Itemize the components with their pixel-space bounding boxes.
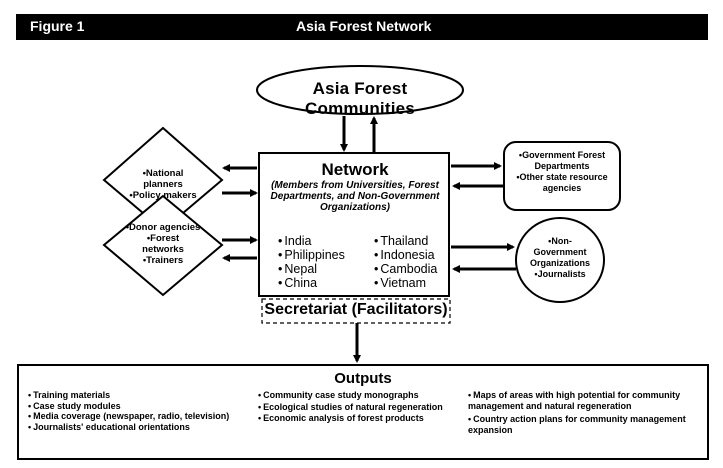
output-item: Media coverage (newspaper, radio, televi…: [28, 411, 248, 422]
country-item: India: [278, 234, 368, 248]
diamond-item: •National planners: [142, 168, 184, 190]
output-item: Country action plans for community manag…: [468, 414, 704, 435]
right-agency-text: •Government Forest Departments •Other st…: [508, 150, 616, 194]
country-item: Cambodia: [374, 262, 446, 276]
output-item: Maps of areas with high potential for co…: [468, 390, 704, 411]
outputs-col-1: Training materials Case study modules Me…: [28, 390, 248, 432]
agency-item: •Government Forest Departments: [518, 150, 606, 171]
agency-item: •Other state resource agencies: [516, 172, 608, 193]
ngo-item: •Non-Government Organizations: [529, 236, 590, 268]
country-item: Indonesia: [374, 248, 446, 262]
communities-oval: [256, 65, 464, 115]
output-item: Journalists' educational orientations: [28, 422, 248, 433]
figure-title: Asia Forest Network: [296, 18, 432, 34]
diamond-item: •Trainers: [142, 255, 184, 266]
communities-label: Asia Forest Communities: [305, 79, 415, 118]
output-item: Case study modules: [28, 401, 248, 412]
network-subtitle: (Members from Universities, Forest Depar…: [270, 180, 440, 213]
output-item: Economic analysis of forest products: [258, 413, 458, 424]
title-bar: Figure 1 Asia Forest Network: [16, 14, 708, 40]
outputs-box: [17, 364, 709, 460]
output-item: Ecological studies of natural regenerati…: [258, 402, 458, 413]
output-item: Community case study monographs: [258, 390, 458, 401]
left-top-diamond-text: •National planners •Policy makers: [122, 168, 204, 201]
countries-right-list: Thailand Indonesia Cambodia Vietnam: [374, 234, 446, 290]
network-title: Network: [321, 160, 389, 179]
diamond-item: •Policy makers: [129, 190, 197, 201]
left-bottom-diamond: [102, 194, 224, 297]
outputs-title: Outputs: [334, 370, 392, 387]
country-item: Thailand: [374, 234, 446, 248]
right-ngo-circle: [515, 217, 605, 303]
secretariat-box: [261, 298, 451, 324]
figure-label: Figure 1: [30, 18, 85, 34]
country-item: Vietnam: [374, 276, 446, 290]
secretariat-label: Secretariat (Facilitators): [264, 301, 448, 318]
country-item: Nepal: [278, 262, 368, 276]
outputs-col-3: Maps of areas with high potential for co…: [468, 390, 704, 435]
right-ngo-text: •Non-Government Organizations •Journalis…: [522, 236, 598, 280]
left-bottom-diamond-text: •Donor agencies •Forest networks •Traine…: [122, 222, 204, 266]
diamond-item: •Donor agencies: [125, 222, 201, 233]
ngo-item: •Journalists: [534, 269, 586, 279]
diamond-item: •Forest networks: [142, 233, 184, 255]
country-item: China: [278, 276, 368, 290]
right-agency-box: [503, 141, 621, 211]
output-item: Training materials: [28, 390, 248, 401]
outputs-col-2: Community case study monographs Ecologic…: [258, 390, 458, 424]
country-item: Philippines: [278, 248, 368, 262]
countries-left-list: India Philippines Nepal China: [278, 234, 368, 290]
